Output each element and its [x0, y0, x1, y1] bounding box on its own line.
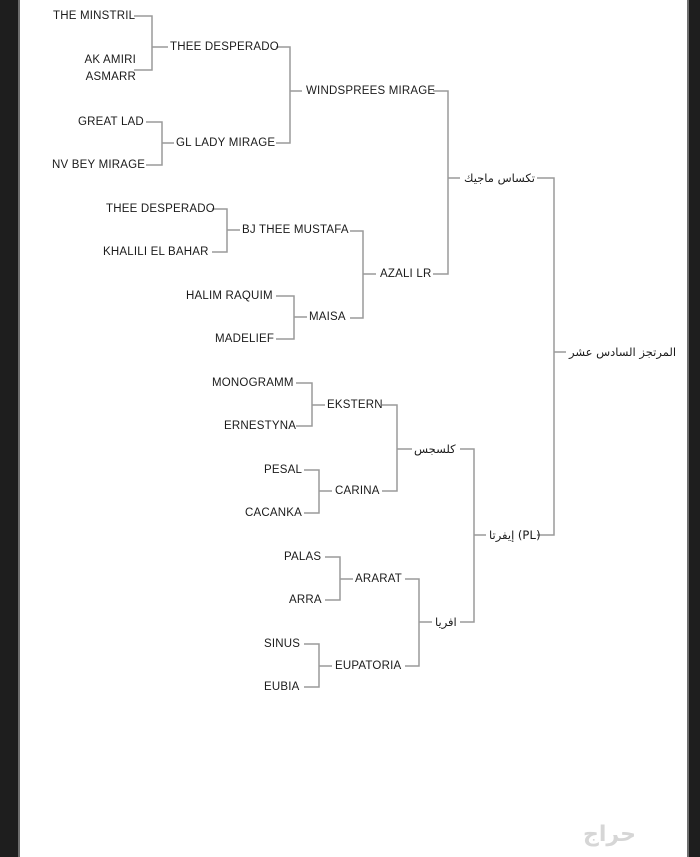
horse-root: المرتجز السادس عشر: [569, 345, 677, 359]
horse-texas-magic: تكساس ماجيك: [464, 171, 535, 185]
pedigree-connectors: [134, 15, 566, 688]
bracket-gl-lady-mirage: [146, 121, 174, 166]
horse-gl-lady-mirage: GL LADY MIRAGE: [176, 137, 276, 149]
horse-arra: ARRA: [289, 594, 322, 606]
bracket-root: [537, 177, 566, 536]
horse-azali-lr: AZALI LR: [380, 268, 432, 280]
right-frame-bar: [687, 0, 700, 857]
horse-afria: افريا: [435, 615, 457, 629]
horse-halim-raquim: HALIM RAQUIM: [186, 290, 273, 302]
horse-monogramm: MONOGRAMM: [212, 377, 294, 389]
bracket-eupatoria: [304, 643, 332, 688]
horse-pesal: PESAL: [264, 464, 303, 476]
pedigree-chart: THE MINSTRIL AK AMIRI ASMARR GREAT LAD N…: [20, 0, 687, 857]
bracket-carina: [304, 469, 332, 514]
bracket-azali-lr: [350, 230, 376, 319]
horse-carina: CARINA: [335, 485, 380, 497]
bracket-ararat: [325, 556, 353, 601]
horse-madelief: MADELIEF: [215, 333, 275, 345]
horse-kalsajes: كلسجس: [414, 442, 456, 456]
horse-bj-thee-mustafa: BJ THEE MUSTAFA: [242, 224, 349, 236]
horse-thee-desperado-2: THEE DESPERADO: [106, 203, 215, 215]
bracket-afria: [405, 578, 432, 667]
horse-ernestyna: ERNESTYNA: [224, 420, 297, 432]
horse-khalili-el-bahar: KHALILI EL BAHAR: [103, 246, 209, 258]
horse-palas: PALAS: [284, 551, 322, 563]
watermark-logo: حراج: [583, 822, 636, 847]
bracket-bj-thee-mustafa: [212, 208, 240, 253]
left-frame-bar: [0, 0, 20, 857]
bracket-thee-desperado: [134, 15, 168, 71]
horse-maisa: MAISA: [309, 311, 346, 323]
horse-windsprees-mirage: WINDSPREES MIRAGE: [306, 85, 436, 97]
horse-cacanka: CACANKA: [245, 507, 302, 519]
horse-eupatoria: EUPATORIA: [335, 660, 402, 672]
horse-eubia: EUBIA: [264, 681, 300, 693]
bracket-windsprees-mirage: [276, 46, 302, 144]
horse-sinus: SINUS: [264, 638, 301, 650]
horse-thee-desperado: THEE DESPERADO: [170, 41, 279, 53]
horse-the-minstril: THE MINSTRIL: [53, 10, 136, 22]
bracket-kalsajes: [382, 404, 412, 492]
horse-great-lad: GREAT LAD: [78, 116, 144, 128]
horse-nv-bey-mirage: NV BEY MIRAGE: [52, 159, 146, 171]
horse-ekstern: EKSTERN: [327, 399, 383, 411]
bracket-ifrta: [460, 448, 486, 623]
bracket-maisa: [276, 295, 307, 340]
horse-ararat: ARARAT: [355, 573, 402, 585]
horse-ifrta-pl: إيفرتا (PL): [489, 528, 541, 542]
bracket-texas-magic: [433, 90, 460, 275]
bracket-ekstern: [296, 382, 325, 427]
horse-ak-amiri-asmarr: AK AMIRI ASMARR: [84, 54, 136, 83]
